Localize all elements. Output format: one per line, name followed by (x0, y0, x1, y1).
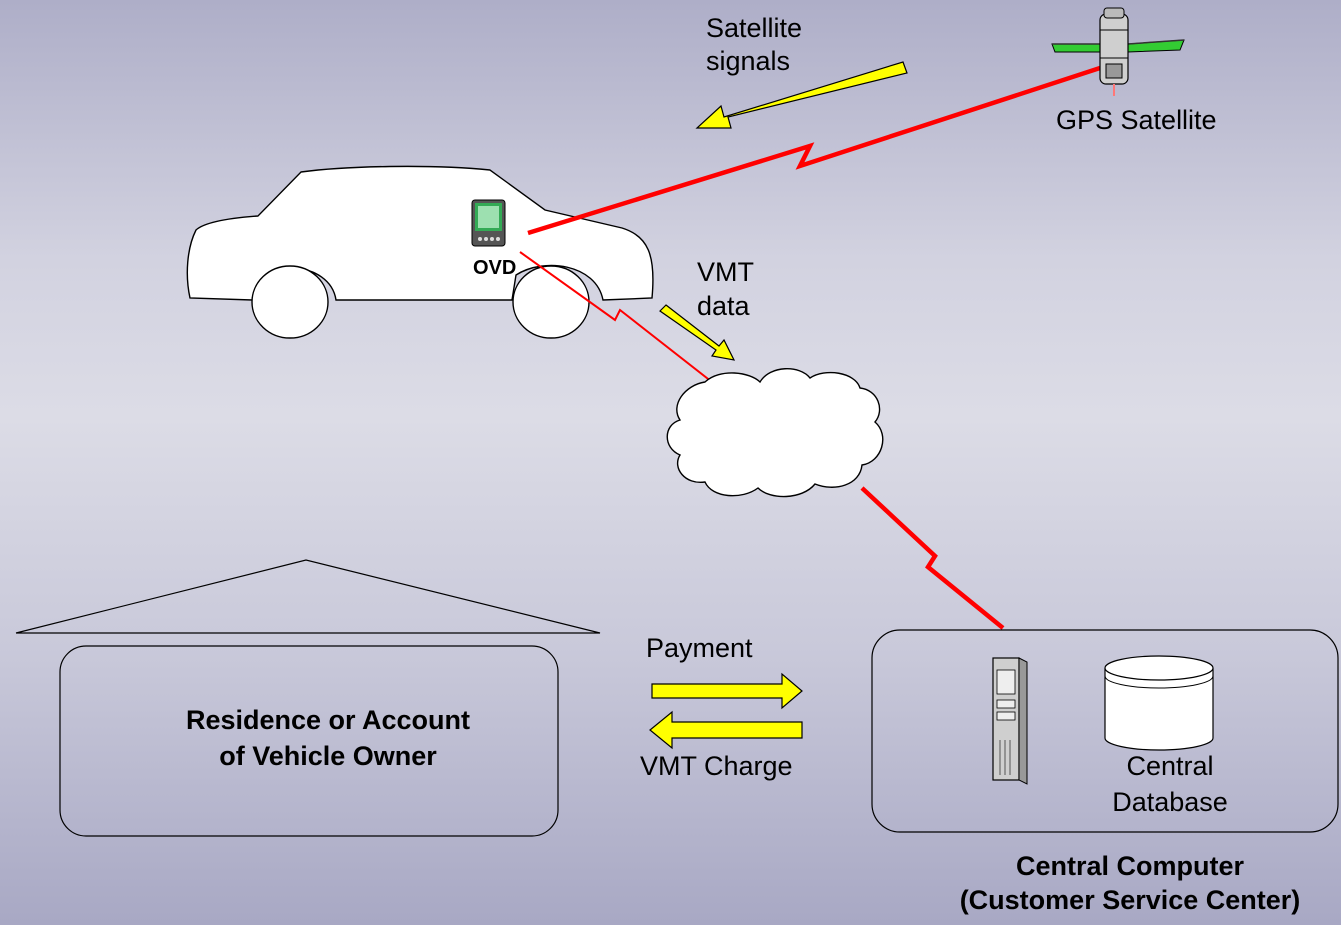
central-computer-label: Central Computer (1015, 851, 1245, 881)
vmt-data-label: VMT (697, 257, 754, 287)
database-icon (1104, 655, 1214, 751)
residence-label-line2: of Vehicle Owner (219, 741, 437, 771)
house-roof-icon (15, 559, 601, 634)
ovd-cloud-link (519, 251, 713, 383)
central-database-label-line2: Database (1112, 787, 1228, 817)
ovd-label: OVD (473, 257, 517, 279)
cloud-computer-link (860, 486, 1005, 630)
payment-arrow (651, 672, 803, 710)
cloud-network-icon (666, 368, 884, 498)
central-computer-box (871, 629, 1339, 833)
vmt-data-label-line2: data (697, 291, 750, 321)
server-icon (992, 657, 1028, 785)
gps-satellite-icon (1051, 7, 1185, 96)
residence-box (59, 645, 559, 837)
car-icon (186, 165, 654, 339)
flow-arrows (659, 61, 908, 361)
ovd-device-icon (471, 199, 506, 247)
satellite-link (527, 65, 1101, 236)
satellite-signal-arrow (695, 61, 908, 129)
central-computer-label-line2: (Customer Service Center) (959, 885, 1301, 915)
vmt-data-arrow (659, 304, 736, 361)
signal-links (519, 65, 1101, 630)
vmt-charge-label: VMT Charge (640, 751, 793, 781)
payment-label: Payment (646, 633, 753, 663)
satellite-signals-label: Satellite (706, 13, 803, 43)
residence-label: Residence or Account (185, 705, 471, 735)
gps-satellite-label: GPS Satellite (1056, 105, 1217, 135)
central-database-label: Central (1126, 751, 1214, 781)
satellite-signals-label-line2: signals (706, 46, 791, 76)
vmt-charge-arrow (649, 710, 803, 750)
